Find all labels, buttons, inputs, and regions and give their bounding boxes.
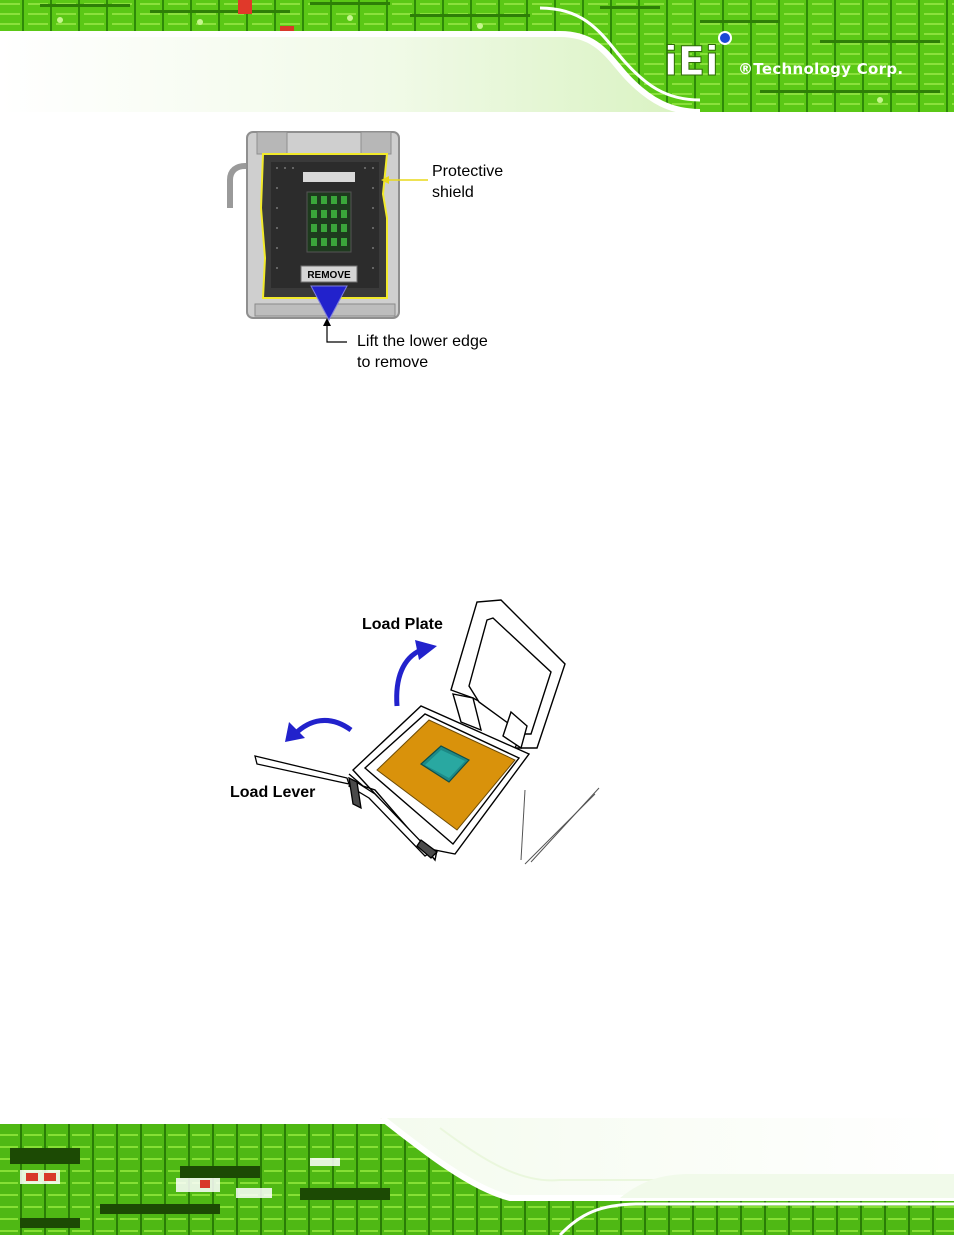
remove-tab (300, 265, 358, 283)
iei-logo: iEi (664, 31, 732, 86)
header-banner: iEi ®Technology Corp. (0, 0, 954, 112)
label-lift-edge-1: Lift the lower edge (357, 333, 488, 350)
load-plate (450, 599, 566, 750)
svg-text:iEi: iEi (664, 39, 719, 85)
label-load-plate: Load Plate (362, 616, 443, 633)
lift-callout-line (326, 324, 347, 343)
load-lever-arrow (285, 717, 353, 742)
figure-protective-shield: REMOVE Protective shield Lift the lower … (227, 131, 503, 371)
svg-text:REMOVE: REMOVE (307, 270, 351, 281)
lift-triangle-marker (310, 285, 348, 322)
label-load-lever: Load Lever (230, 784, 315, 801)
brand-name: ®Technology Corp. (738, 60, 903, 78)
load-plate-arrow (394, 640, 437, 707)
label-protective-shield-1: Protective (432, 163, 503, 180)
lever-wire (227, 163, 251, 208)
load-lever (254, 755, 438, 859)
label-protective-shield-2: shield (432, 184, 474, 201)
figure-load-plate-lever: Load Plate Load Lever (230, 599, 600, 865)
footer-banner (0, 1118, 954, 1235)
label-lift-edge-2: to remove (357, 354, 428, 371)
